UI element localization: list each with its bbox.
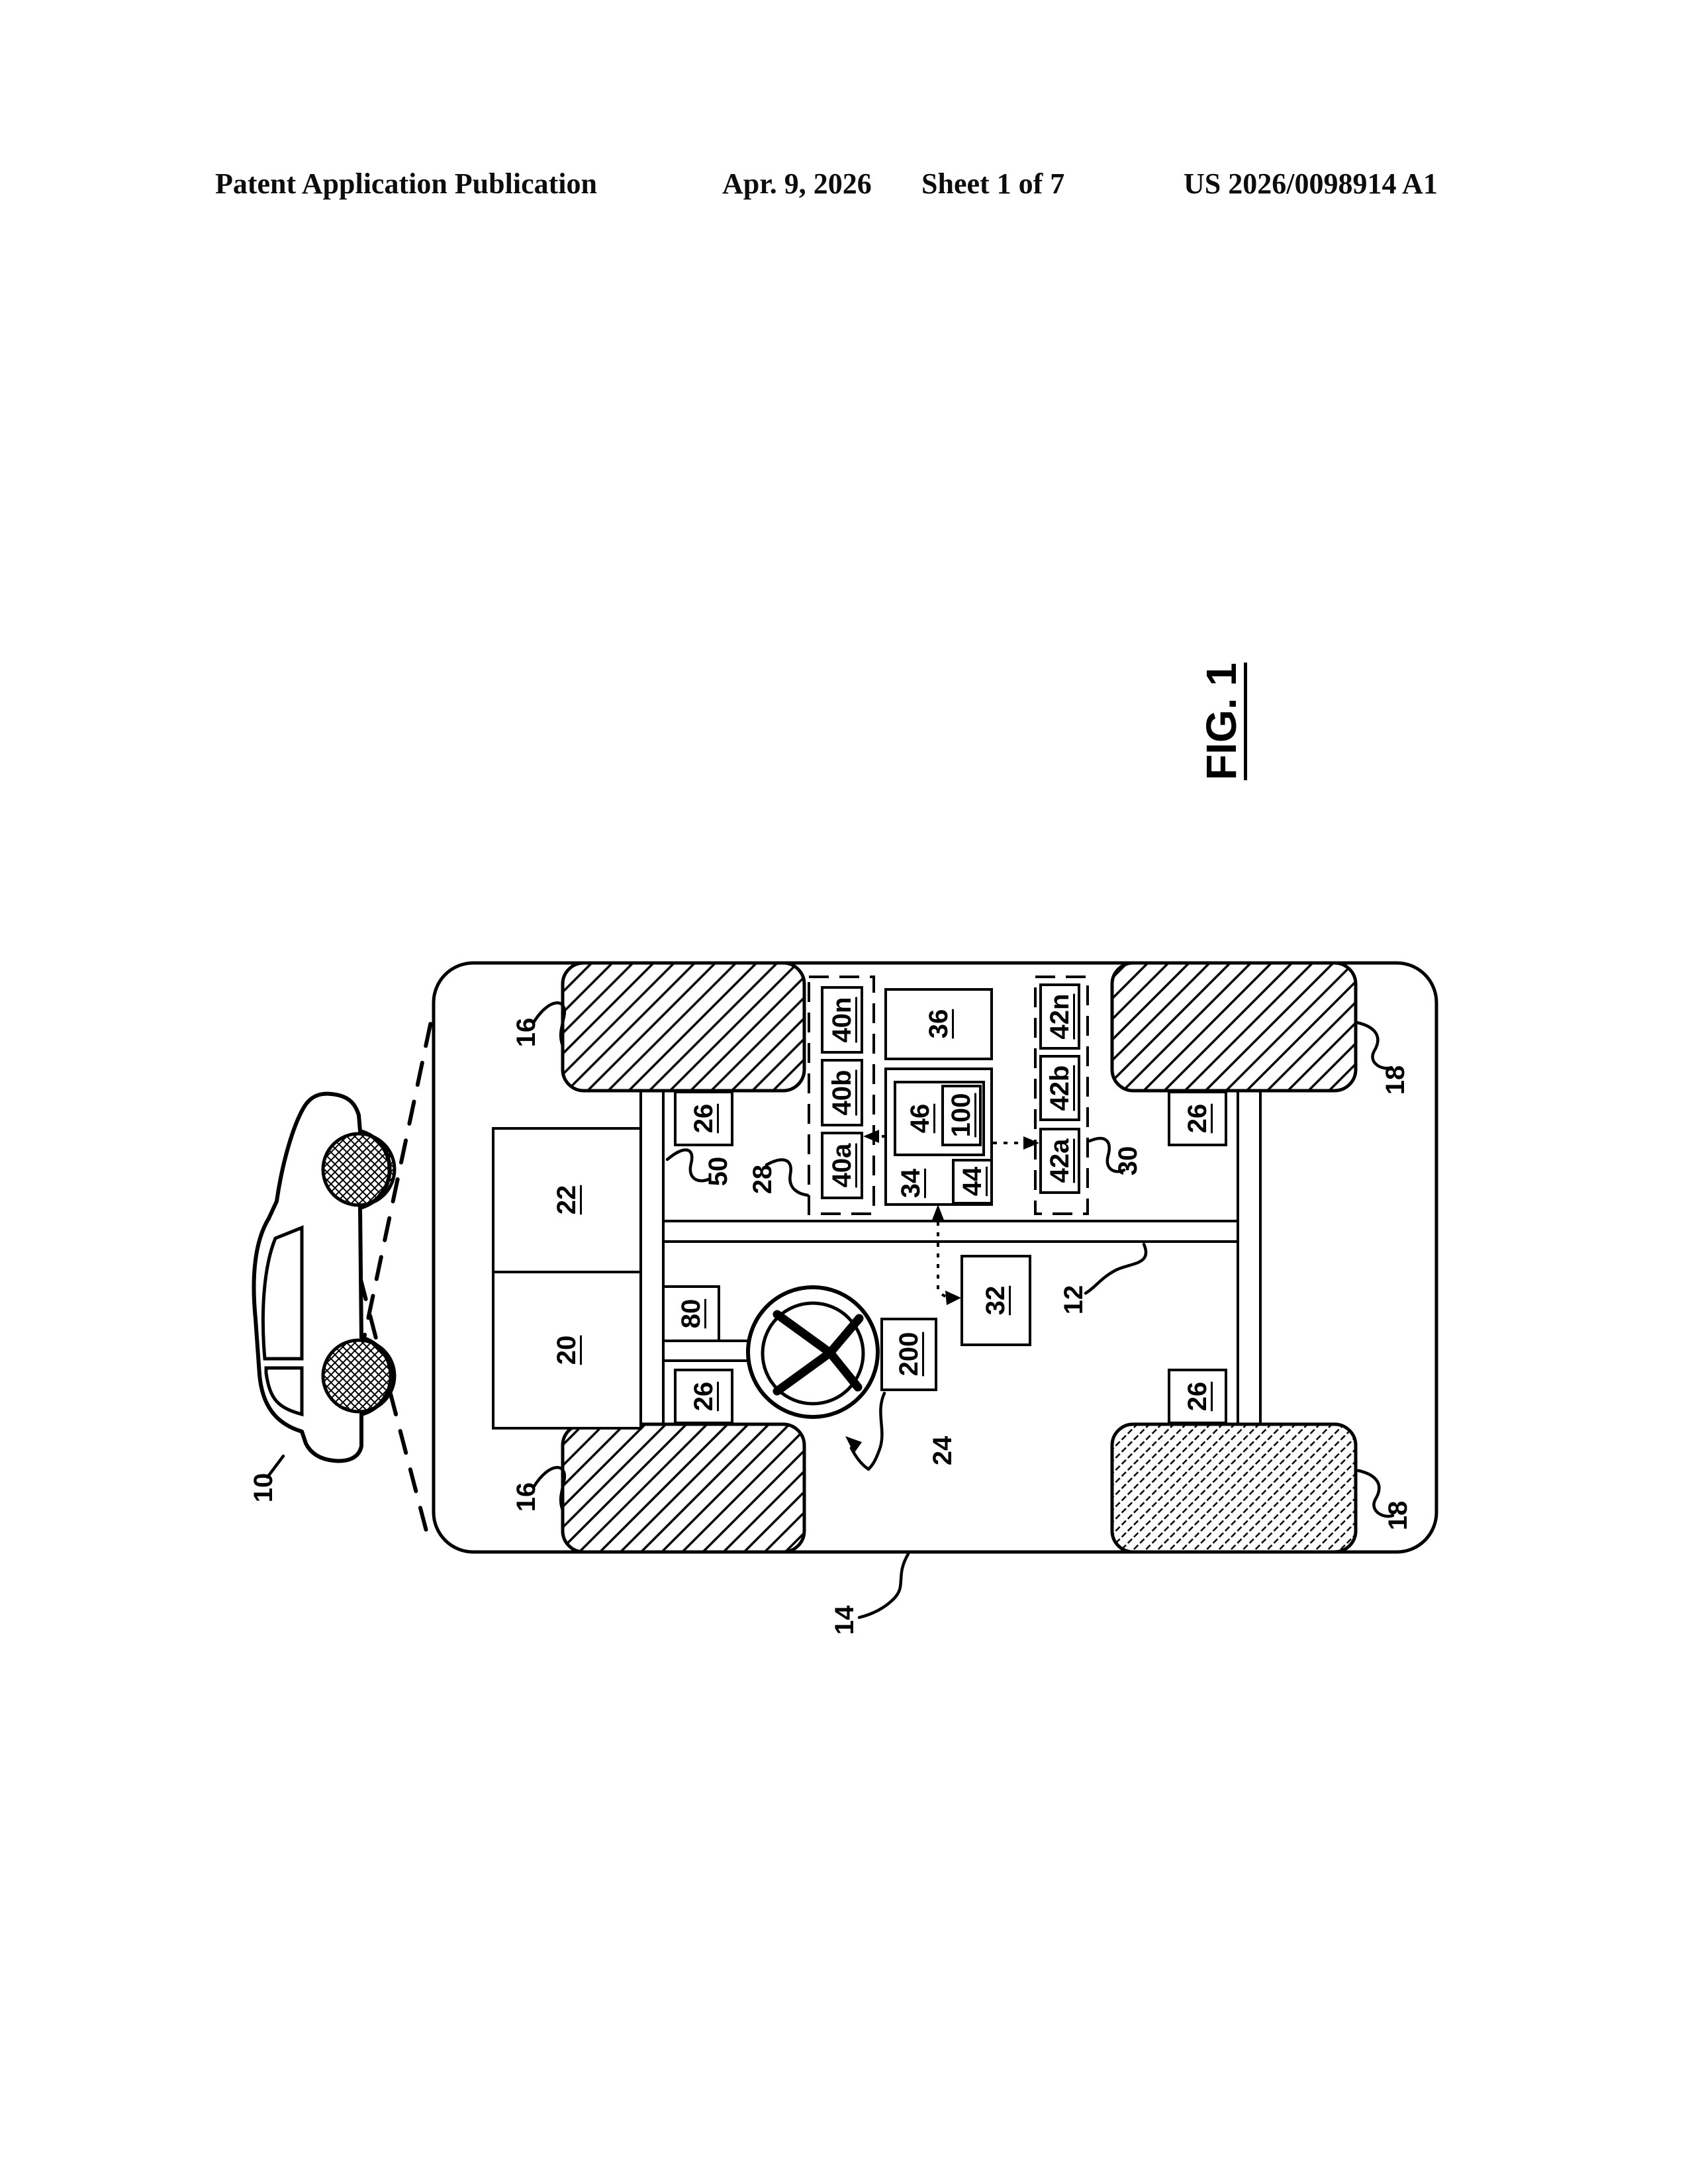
- ref-36-box: 36: [924, 1009, 953, 1039]
- box-26-top-right: [1168, 1091, 1227, 1146]
- ref-24-steering: 24: [928, 1435, 957, 1466]
- dashed-group-28: [808, 976, 875, 1215]
- box-26-bottom-right: [1168, 1369, 1227, 1424]
- arrowhead-into-40a: [863, 1130, 879, 1143]
- ref-18-wheel-top-right: 18: [1381, 1065, 1410, 1095]
- ref-16-wheel-bottom-left: 16: [512, 1482, 541, 1512]
- header-publication: Patent Application Publication: [215, 167, 597, 200]
- ref-10-vehicle: 10: [249, 1473, 278, 1503]
- wheels: [561, 961, 1358, 1554]
- ref-26-top-left: 26: [689, 1103, 718, 1134]
- ref-44-box: 44: [958, 1166, 987, 1197]
- projection-lines: [358, 979, 442, 1548]
- ref-16-wheel-top-left: 16: [512, 1017, 541, 1048]
- leader-50: [665, 1148, 710, 1183]
- wheel-top-left: [561, 961, 806, 1093]
- ref-30-motor-group-right: 30: [1113, 1146, 1143, 1176]
- header-document-number: US 2026/0098914 A1: [1184, 167, 1438, 200]
- box-100: [941, 1085, 982, 1146]
- wheel-bottom-right: [1110, 1422, 1358, 1554]
- projection-line-lower: [358, 1275, 432, 1548]
- ref-34-box: 34: [896, 1168, 925, 1199]
- arrow-line-34-to-32: [937, 1211, 951, 1298]
- box-44: [952, 1159, 993, 1205]
- leader-14: [857, 1552, 910, 1619]
- box-36: [884, 988, 993, 1060]
- box-26-top-left: [674, 1091, 733, 1146]
- leader-16-bottom: [532, 1466, 567, 1512]
- ref-18-wheel-bottom-right: 18: [1383, 1500, 1413, 1531]
- motor-box-40a: [821, 1132, 863, 1199]
- leader-18-bottom: [1356, 1469, 1395, 1518]
- ref-28-motor-group-left: 28: [748, 1164, 777, 1195]
- leader-12: [1084, 1242, 1148, 1295]
- car-rear-wheel: [321, 1338, 397, 1414]
- leader-10: [265, 1454, 285, 1479]
- projection-line-upper: [358, 979, 442, 1359]
- ref-22-box: 22: [552, 1185, 581, 1215]
- ref-46-box: 46: [906, 1103, 935, 1134]
- car-silhouette: [252, 1091, 397, 1463]
- ref-50-axle: 50: [704, 1156, 733, 1187]
- ref-100-box: 100: [947, 1093, 976, 1138]
- motor-box-40b: [821, 1059, 863, 1126]
- component-boxes: [492, 983, 1227, 1430]
- ref-42n-box: 42n: [1045, 993, 1074, 1040]
- leader-18-top: [1355, 1021, 1393, 1070]
- ref-42b-box: 42b: [1045, 1065, 1074, 1111]
- leader-28: [765, 1158, 810, 1197]
- car-rear-window: [264, 1366, 304, 1417]
- arrowhead-24: [845, 1436, 862, 1453]
- wheel-bottom-left: [561, 1422, 806, 1554]
- arrowhead-up-into-34: [931, 1205, 945, 1222]
- motor-box-40n: [821, 986, 863, 1054]
- wheel-top-right: [1110, 961, 1358, 1093]
- ref-40a-box: 40a: [827, 1143, 857, 1188]
- box-200: [880, 1318, 937, 1391]
- box-32: [961, 1255, 1031, 1346]
- steering-wheel-icon: [746, 1285, 880, 1419]
- leader-16-top: [532, 1001, 567, 1048]
- ref-42a-box: 42a: [1045, 1138, 1074, 1183]
- leader-30: [1088, 1136, 1126, 1173]
- ref-14-body: 14: [830, 1605, 859, 1635]
- box-80: [662, 1285, 720, 1342]
- dashed-group-30: [1034, 976, 1089, 1215]
- motor-box-42a: [1039, 1128, 1080, 1194]
- ref-40b-box: 40b: [827, 1069, 857, 1116]
- signal-arrows: [863, 1130, 1039, 1305]
- box-26-bottom-left: [674, 1369, 733, 1424]
- ref-12-chassis: 12: [1059, 1285, 1088, 1315]
- steering-wheel-spokes: [773, 1310, 864, 1396]
- header-date: Apr. 9, 2026: [722, 167, 872, 200]
- arrowhead-into-42a: [1023, 1136, 1039, 1150]
- motor-box-42b: [1039, 1055, 1080, 1121]
- ref-200-box: 200: [894, 1332, 923, 1377]
- box-22: [492, 1127, 642, 1273]
- ref-40n-box: 40n: [827, 997, 857, 1043]
- ref-32-box: 32: [981, 1285, 1010, 1316]
- car-front-wheel: [321, 1132, 397, 1207]
- dashed-groups: [808, 976, 1089, 1215]
- leader-24: [867, 1391, 886, 1471]
- car-front-window: [261, 1225, 304, 1361]
- arrowhead-into-32: [945, 1291, 961, 1305]
- figure-label: FIG. 1: [1197, 662, 1245, 780]
- header-sheet-number: Sheet 1 of 7: [921, 167, 1065, 200]
- ref-20-box: 20: [552, 1335, 581, 1365]
- box-20: [492, 1271, 642, 1430]
- ref-26-bottom-left: 26: [689, 1381, 718, 1412]
- motor-box-42n: [1039, 983, 1080, 1050]
- ref-26-top-right: 26: [1183, 1103, 1212, 1134]
- ref-80-box: 80: [677, 1298, 706, 1329]
- ref-26-bottom-right: 26: [1183, 1381, 1212, 1412]
